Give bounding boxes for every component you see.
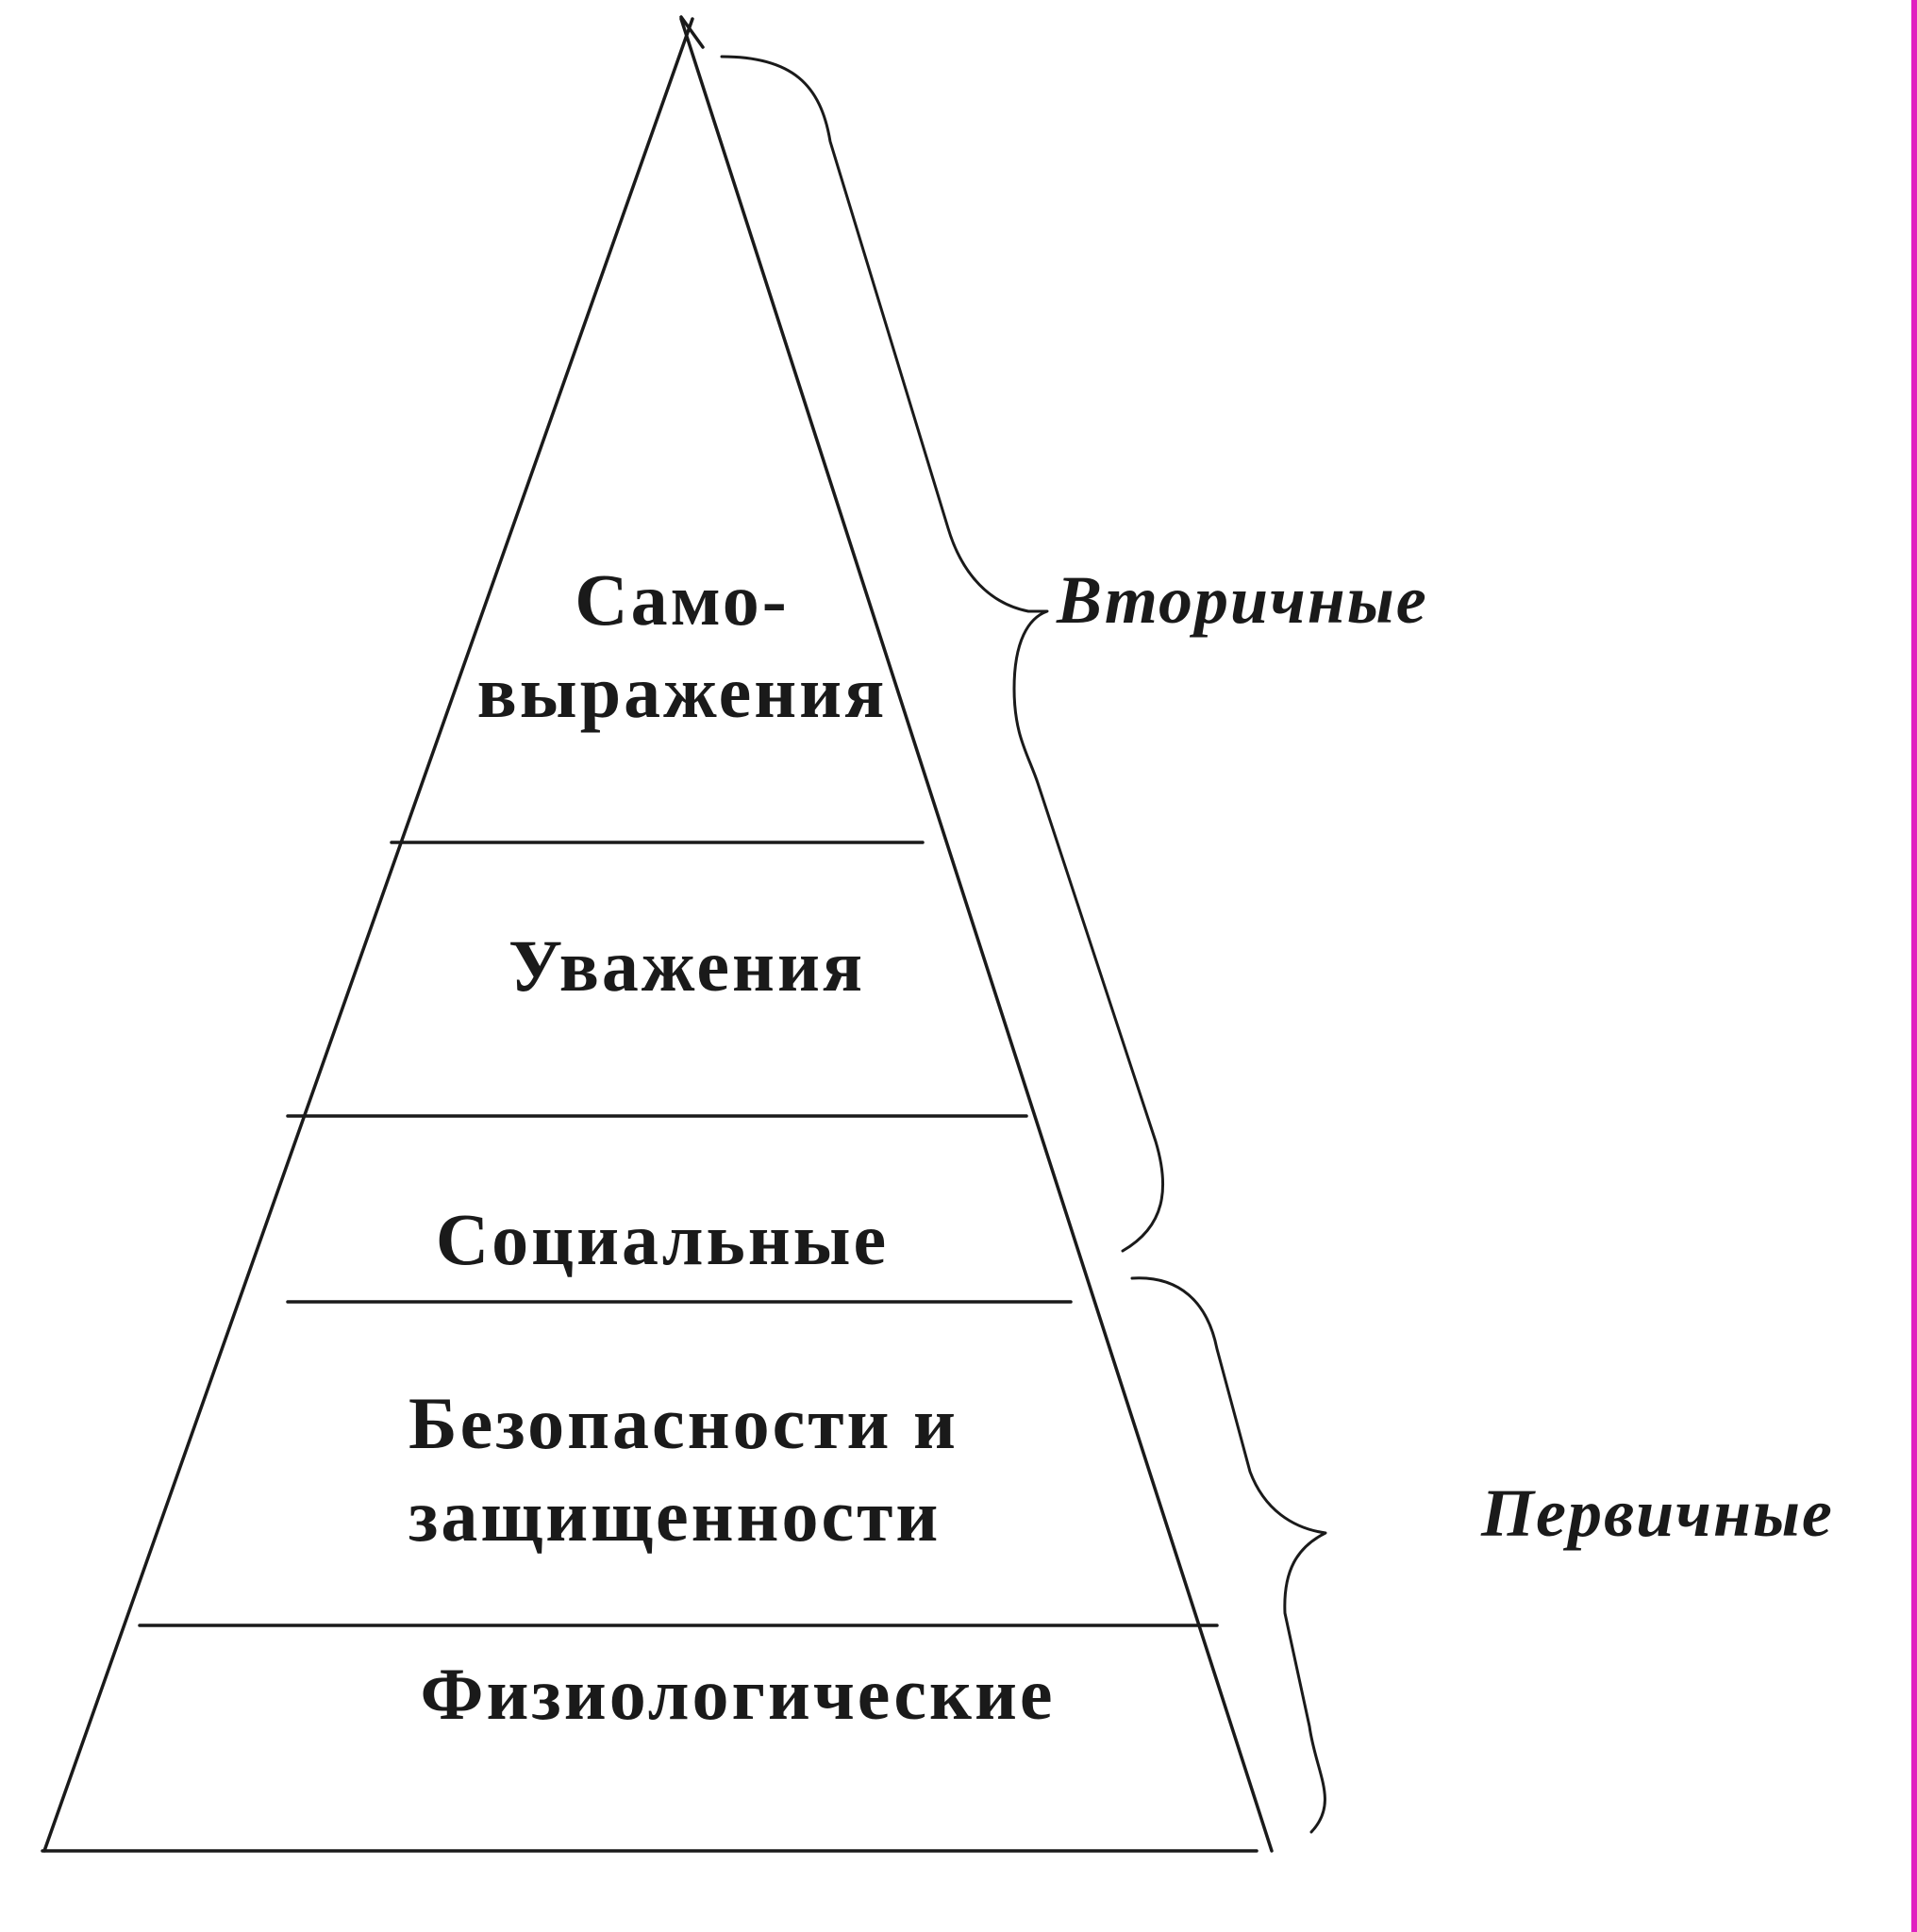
level-label-line: Само-: [575, 558, 789, 641]
level-label-line: защищенности: [408, 1474, 941, 1557]
level-esteem: Уважения: [508, 924, 865, 1007]
level-safety: Безопасности и защищенности: [408, 1382, 958, 1557]
level-self-expression: Само- выражения: [477, 558, 888, 733]
level-label-line: Безопасности и: [408, 1382, 958, 1464]
pyramid-apex-tick: [679, 15, 705, 49]
level-label-line: выражения: [477, 651, 888, 733]
level-label-line: Уважения: [508, 924, 865, 1007]
level-social: Социальные: [436, 1198, 889, 1280]
level-physiological: Физиологические: [421, 1653, 1056, 1735]
level-label-line: Физиологические: [421, 1653, 1056, 1735]
secondary-needs-brace: [720, 55, 1165, 1253]
pyramid-left-edge: [42, 17, 694, 1853]
secondary-needs-label: Вторичные: [1056, 562, 1428, 638]
right-accent-border: [1911, 0, 1917, 1932]
primary-needs-brace: [1130, 1276, 1327, 1834]
level-label-line: Социальные: [436, 1198, 889, 1280]
pyramid-right-edge: [679, 17, 1274, 1853]
primary-needs-label: Первичные: [1480, 1475, 1834, 1551]
